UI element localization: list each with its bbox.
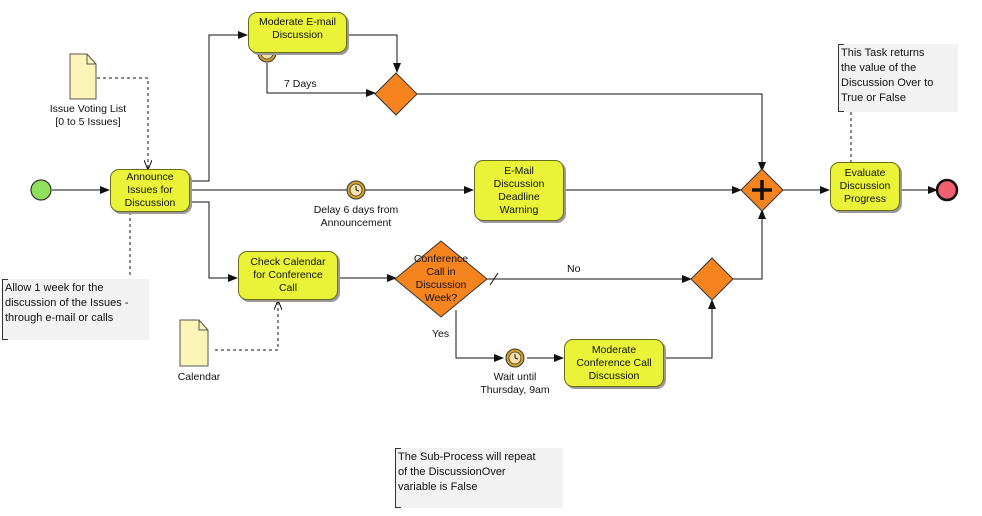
clock-icon: [355, 186, 360, 192]
task-moderate-call[interactable]: Moderate Conference Call Discussion: [564, 339, 664, 387]
task-announce-issues[interactable]: Announce Issues for Discussion: [110, 169, 190, 212]
delay-six-days-label: Delay 6 days from Announcement: [313, 204, 399, 229]
parallel-gateway[interactable]: [740, 168, 784, 212]
associations: [97, 77, 852, 351]
timer-delay-event[interactable]: [346, 180, 366, 200]
no-label: No: [567, 263, 581, 275]
note-task-returns: This Task returns the value of the Discu…: [838, 44, 958, 112]
issue-voting-list-label: Issue Voting List [0 to 5 Issues]: [49, 103, 127, 128]
document-icon-issue-list[interactable]: [69, 53, 97, 100]
flow-timer-seven-days-to-gateway: [266, 63, 376, 97]
task-check-calendar[interactable]: Check Calendar for Conference Call: [238, 251, 338, 300]
default-flow-slash: [489, 272, 499, 286]
association-calendar-to-check-calendar: [215, 301, 278, 351]
merge-gateway[interactable]: [690, 257, 734, 301]
timer-wait-event[interactable]: [505, 348, 525, 368]
flow-announce-to-check-calendar: [190, 201, 238, 282]
seven-days-label: 7 Days: [284, 78, 317, 90]
wait-until-label: Wait until Thursday, 9am: [480, 371, 550, 396]
exclusive-gateway-email[interactable]: [374, 72, 418, 116]
calendar-label: Calendar: [177, 371, 221, 383]
task-evaluate-progress[interactable]: Evaluate Discussion Progress: [830, 162, 900, 211]
flow-moderate-email-to-gateway: [347, 34, 401, 73]
flow-announce-to-moderate-email: [190, 31, 248, 182]
flow-merge-to-parallel: [733, 209, 766, 280]
clock-icon: [514, 354, 519, 360]
conference-call-question: Conference Call in Discussion Week?: [413, 253, 469, 304]
start-event[interactable]: [30, 179, 52, 201]
task-moderate-email-label: Moderate E-mail Discussion: [258, 16, 337, 41]
task-announce-label: Announce Issues for Discussion: [124, 171, 176, 209]
flow-yes-branch: [455, 310, 504, 362]
flow-gateway-top-to-parallel: [416, 93, 766, 172]
yes-label: Yes: [432, 328, 450, 340]
task-evaluate-label: Evaluate Discussion Progress: [839, 167, 891, 205]
plus-icon: [752, 180, 772, 200]
sequence-flows: [52, 31, 938, 362]
task-moderate-call-label: Moderate Conference Call Discussion: [576, 343, 652, 382]
note-allow-week: Allow 1 week for the discussion of the I…: [2, 279, 149, 340]
task-moderate-email[interactable]: Moderate E-mail Discussion: [248, 12, 347, 53]
task-email-warning-label: E-Mail Discussion Deadline Warning: [493, 164, 545, 216]
task-check-calendar-label: Check Calendar for Conference Call: [250, 256, 326, 294]
task-email-warning[interactable]: E-Mail Discussion Deadline Warning: [474, 160, 564, 221]
association-issue-list-to-announce: [97, 77, 148, 169]
end-event[interactable]: [935, 178, 959, 202]
note-sub-process-repeat: The Sub-Process will repeat of the Discu…: [395, 448, 563, 508]
conference-call-gateway[interactable]: [394, 240, 488, 318]
flow-moderate-call-to-merge: [664, 299, 716, 359]
document-icon-calendar[interactable]: [179, 319, 209, 367]
